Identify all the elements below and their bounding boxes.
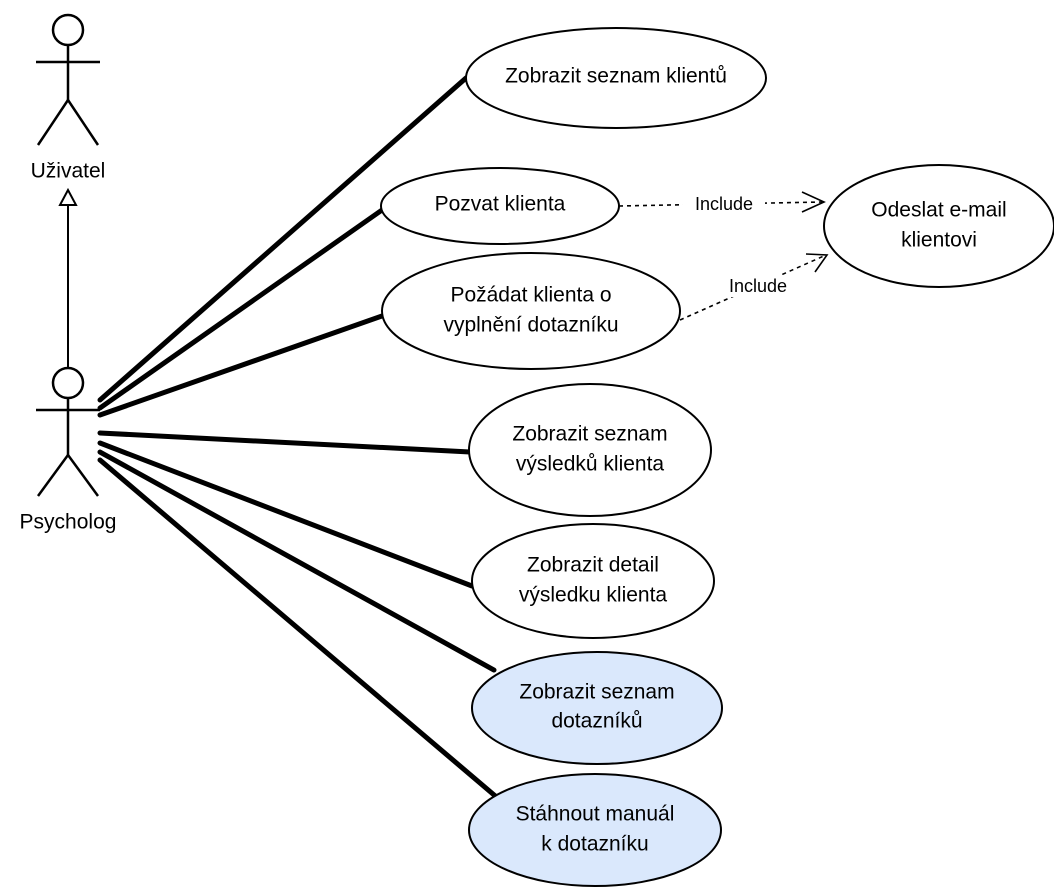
include-relations: Include Include xyxy=(618,191,829,321)
use-case-list-results-line2: výsledků klienta xyxy=(516,453,665,476)
use-case-list-clients[interactable]: Zobrazit seznam klientů xyxy=(465,27,767,129)
association-list-clients xyxy=(97,75,469,403)
association-invite-client xyxy=(97,207,385,411)
include-arrowhead-1 xyxy=(801,191,826,213)
use-case-result-detail[interactable]: Zobrazit detail výsledku klienta xyxy=(471,523,715,639)
use-case-send-email[interactable]: Odeslat e-mail klientovi xyxy=(823,164,1054,288)
use-case-list-results[interactable]: Zobrazit seznam výsledků klienta xyxy=(468,383,712,517)
use-case-send-email-line1: Odeslat e-mail xyxy=(871,199,1006,222)
use-case-download-manual-line1: Stáhnout manuál xyxy=(516,803,675,826)
use-case-list-results-line1: Zobrazit seznam xyxy=(512,423,667,446)
use-case-list-clients-label: Zobrazit seznam klientů xyxy=(505,65,727,88)
include-line-2 xyxy=(679,254,827,321)
actor-user-head xyxy=(51,13,85,47)
use-case-request-questionnaire[interactable]: Požádat klienta o vyplnění dotazníku xyxy=(381,252,681,370)
use-case-result-detail-line2: výsledku klienta xyxy=(519,584,668,607)
actor-psychologist-label: Psycholog xyxy=(20,511,117,534)
use-case-request-questionnaire-line2: vyplnění dotazníku xyxy=(443,314,618,337)
associations xyxy=(97,75,503,803)
actor-psychologist: Psycholog xyxy=(20,366,117,534)
association-list-results xyxy=(97,430,473,455)
actor-user: Uživatel xyxy=(31,13,106,183)
use-case-list-questionnaires[interactable]: Zobrazit seznam dotazníků xyxy=(471,651,723,765)
use-case-list-questionnaires-line1: Zobrazit seznam xyxy=(519,681,674,704)
use-case-invite-client-label: Pozvat klienta xyxy=(435,193,566,216)
use-case-result-detail-line1: Zobrazit detail xyxy=(527,554,659,577)
include-label-2: Include xyxy=(729,276,787,296)
use-case-download-manual[interactable]: Stáhnout manuál k dotazníku xyxy=(468,773,722,887)
generalization xyxy=(58,187,78,368)
association-download-manual xyxy=(97,457,503,803)
include-line-1 xyxy=(618,201,823,207)
use-case-send-email-line2: klientovi xyxy=(901,229,977,252)
actor-psychologist-head xyxy=(51,366,85,400)
association-list-questionnaires xyxy=(97,449,497,673)
include-arrowhead-2 xyxy=(805,253,829,273)
include-label-1: Include xyxy=(695,194,753,214)
association-request-questionnaire xyxy=(97,313,385,418)
generalization-arrowhead xyxy=(58,187,78,206)
association-result-detail xyxy=(97,440,475,589)
actor-user-label: Uživatel xyxy=(31,160,106,183)
use-case-download-manual-line2: k dotazníku xyxy=(541,833,648,856)
use-case-invite-client[interactable]: Pozvat klienta xyxy=(380,167,620,245)
use-case-request-questionnaire-line1: Požádat klienta o xyxy=(450,284,611,307)
use-case-list-questionnaires-line2: dotazníků xyxy=(551,710,642,733)
